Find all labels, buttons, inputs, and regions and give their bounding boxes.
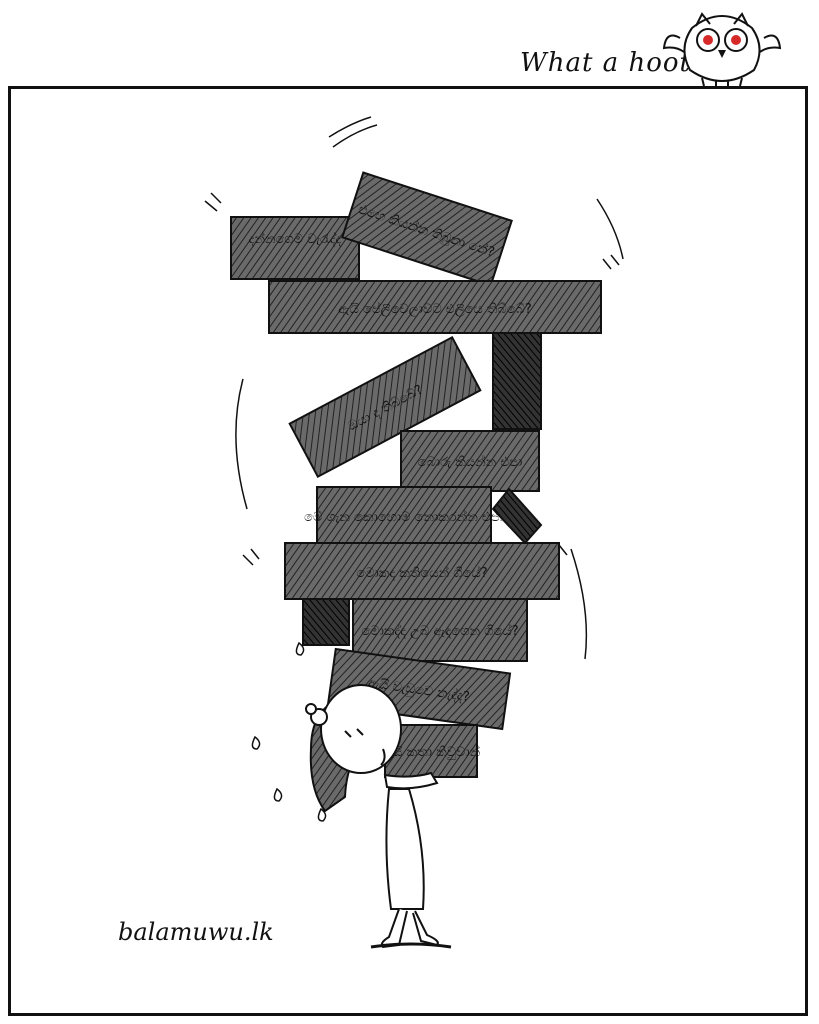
brand-title: What a hoot: [520, 48, 691, 78]
block-3: ඇයි පේලිවෙලාවට එලියෙ තිබ්බේ?: [268, 280, 602, 334]
block-6-text: මේ ගැන කොහොම නොකරන්න එපා: [304, 509, 504, 525]
block-8: මොකද්ද උබ ඇඳගෙන ගියේ?: [352, 598, 528, 662]
comic-frame: දන්නගෙම වැරැද්ද එහෙ කියන්න තිබුනා නේ? ඇය…: [8, 86, 808, 1016]
motion-lines: [204, 116, 624, 660]
block-7-text: මොකද කතියෙන් ගියේ?: [356, 565, 487, 581]
girl-figure: [305, 684, 439, 949]
ground-shadow: [370, 942, 452, 949]
block-10-text: ඇයි කතා කිවුවාන්: [382, 744, 481, 760]
block-1: දන්නගෙම වැරැද්ද: [230, 216, 360, 280]
block-wedge: [491, 487, 543, 545]
block-8-text: මොකද්ද උබ ඇඳගෙන ගියේ?: [361, 623, 518, 639]
stack-post: [492, 332, 542, 430]
stack-post: [302, 596, 350, 646]
block-5-text: බොරු කියන්න එපා: [418, 454, 522, 470]
sweat-drops: [251, 641, 327, 822]
block-5: බොරු කියන්න එපා: [400, 430, 540, 492]
block-1-text: දන්නගෙම වැරැද්ද: [249, 231, 342, 247]
block-6: මේ ගැන කොහොම නොකරන්න එපා: [304, 486, 504, 546]
block-4: ඔයා ද තිබ්බේ?: [288, 335, 482, 479]
block-2: එහෙ කියන්න තිබුනා නේ?: [341, 171, 513, 287]
block-3-text: ඇයි පේලිවෙලාවට එලියෙ තිබ්බේ?: [338, 301, 532, 317]
block-7: මොකද කතියෙන් ගියේ?: [284, 542, 560, 600]
comic-illustration: දන්නගෙම වැරැද්ද එහෙ කියන්න තිබුනා නේ? ඇය…: [204, 116, 624, 949]
owl-icon: [662, 12, 782, 88]
artist-signature: balamuwu.lk: [118, 918, 274, 946]
